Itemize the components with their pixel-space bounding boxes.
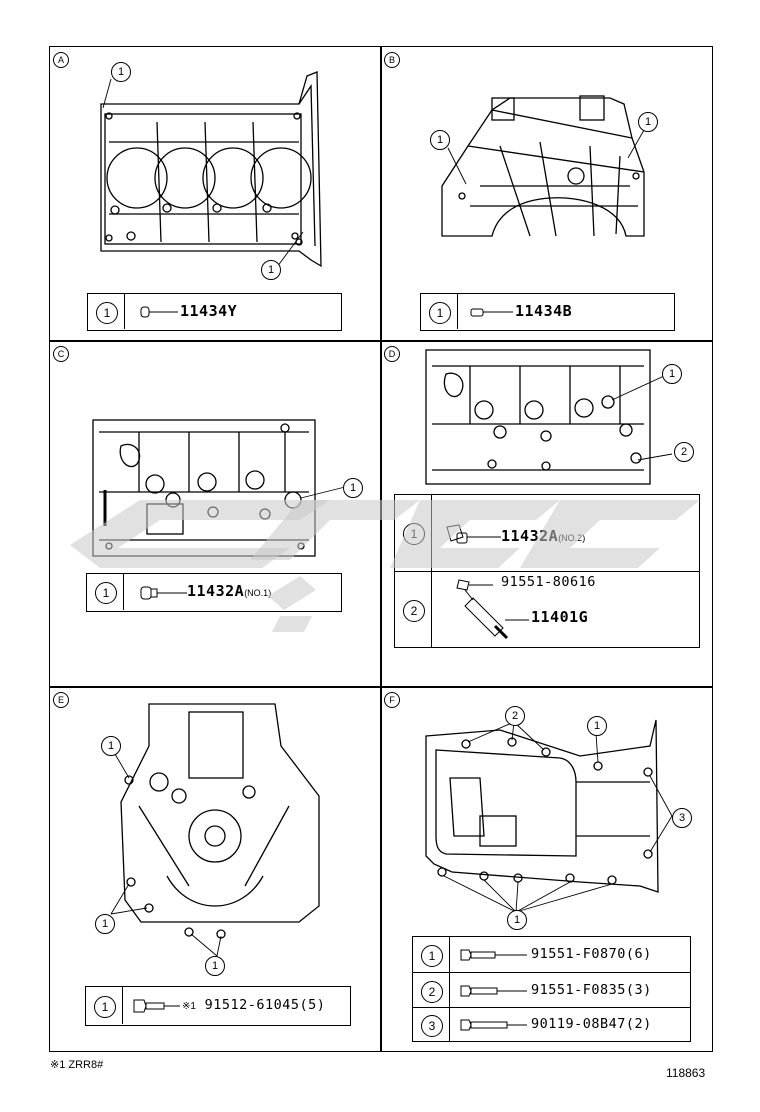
parts-table: 1 11434Y (87, 293, 342, 331)
callout-1: 1 (430, 130, 450, 150)
part-number: 11432A(NO.1) (187, 582, 272, 600)
cylinder-block-side-view-2 (425, 349, 673, 485)
row-number: 1 (429, 301, 451, 324)
parts-row: 1 11432A(NO.1) (87, 574, 341, 610)
row-number: 2 (421, 980, 443, 1003)
parts-row: 1 91551-F0870(6) (413, 937, 690, 972)
plug-icon (470, 308, 513, 317)
part-number: ※1 91512-61045(5) (182, 997, 326, 1013)
parts-table: 1 11434B (420, 293, 675, 331)
cylinder-block-rear-view (441, 95, 645, 237)
callout-2: 2 (505, 706, 525, 726)
panel-divider-2 (49, 686, 713, 688)
cylinder-block-front-view (110, 703, 320, 957)
part-number: 11434B (515, 302, 573, 320)
sensor-icon (456, 579, 529, 640)
stud-bolt-icon (460, 1019, 527, 1031)
panel-c: C 1 1 11432A(NO.1) (49, 340, 380, 686)
parts-row: 2 91551-F0835(3) (413, 972, 690, 1008)
parts-table: 1 11432A(NO.1) (86, 573, 342, 612)
parts-row: 2 91551-80616 11401G (395, 571, 699, 648)
parts-row: 1 11432A(NO.2) (395, 495, 699, 571)
parts-row: 1 11434B (421, 294, 674, 329)
row-number: 1 (403, 523, 425, 545)
row-number: 3 (421, 1015, 443, 1037)
plug-icon (140, 586, 187, 600)
part-number: 11434Y (180, 302, 238, 320)
part-number: 11401G (531, 608, 589, 626)
callout-1: 1 (205, 956, 225, 976)
bolt-icon (460, 985, 527, 997)
panel-divider-1 (49, 340, 713, 342)
plug-icon (446, 524, 501, 544)
parts-row: 3 90119-08B47(2) (413, 1007, 690, 1042)
callout-1: 1 (101, 736, 121, 756)
parts-table: 1 91551-F0870(6) 2 91551-F0835(3) 3 9011… (412, 936, 691, 1042)
panel-label: F (384, 692, 400, 708)
panel-a: A 1 1 1 11434Y (49, 46, 380, 340)
callout-1: 1 (261, 260, 281, 280)
panel-label: B (384, 52, 400, 68)
footnote-ref: ※1 (182, 1001, 196, 1012)
panel-e: E 1 1 1 1 ※1 91512-61045(5) (49, 686, 380, 1052)
panel-f: F 2 1 3 1 1 91551-F0870(6) (380, 686, 713, 1052)
callout-1: 1 (507, 910, 527, 930)
callout-1: 1 (95, 914, 115, 934)
pin-icon (140, 306, 178, 318)
callout-1: 1 (111, 62, 131, 82)
cylinder-block-side-view (92, 419, 346, 557)
part-number: 91551-F0835(3) (531, 982, 652, 998)
footnote: ※1 ZRR8# (50, 1059, 104, 1071)
callout-3: 3 (672, 808, 692, 828)
callout-1: 1 (662, 364, 682, 384)
callout-2: 2 (674, 442, 694, 462)
panel-d: D 1 2 1 11432A(NO.2) 2 (380, 340, 713, 686)
callout-1: 1 (343, 478, 363, 498)
panel-label: E (53, 692, 69, 708)
parts-row: 1 11434Y (88, 294, 341, 329)
part-number: 90119-08B47(2) (531, 1016, 652, 1032)
part-number: 91551-F0870(6) (531, 946, 652, 962)
cylinder-block-top-view (100, 71, 322, 268)
row-number: 2 (403, 600, 425, 622)
row-number: 1 (94, 995, 116, 1018)
bolt-icon (133, 999, 180, 1013)
panel-label: A (53, 52, 69, 68)
part-number: 11432A(NO.2) (501, 527, 586, 545)
panel-label: D (384, 346, 400, 362)
row-number: 1 (96, 301, 118, 324)
part-note: (NO.2) (558, 533, 586, 543)
panel-label: C (53, 346, 69, 362)
parts-row: 1 ※1 91512-61045(5) (86, 987, 350, 1024)
parts-table: 1 ※1 91512-61045(5) (85, 986, 351, 1026)
bolt-icon (460, 949, 527, 961)
callout-1: 1 (638, 112, 658, 132)
callout-1: 1 (587, 716, 607, 736)
row-number: 1 (95, 582, 117, 604)
diagram-id: 118863 (666, 1066, 706, 1080)
part-number: 91551-80616 (501, 574, 596, 590)
row-number: 1 (421, 944, 443, 967)
part-note: (NO.1) (244, 588, 272, 598)
panel-b: B 1 1 1 11434B (380, 46, 713, 340)
parts-table: 1 11432A(NO.2) 2 91551-80616 11401G (394, 494, 700, 648)
